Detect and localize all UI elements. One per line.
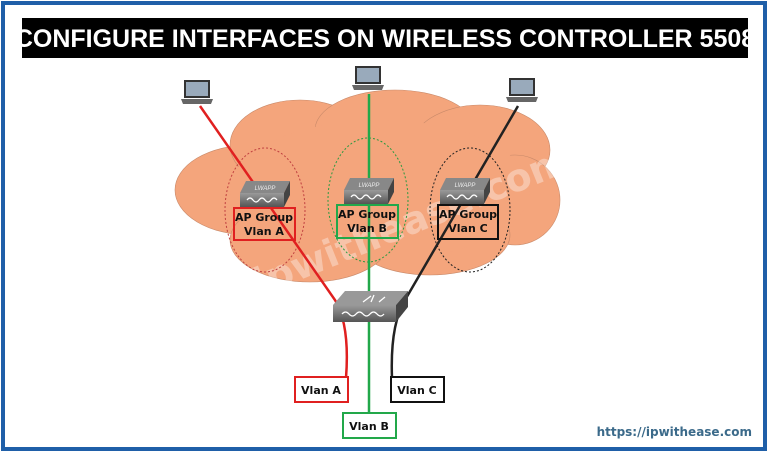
- title-bar: [22, 18, 748, 58]
- vlan-b-label: Vlan B: [342, 412, 397, 439]
- page-title: CONFIGURE INTERFACES ON WIRELESS CONTROL…: [15, 25, 755, 53]
- access-point-icon: LWAPP: [240, 181, 290, 207]
- svg-text:LWAPP: LWAPP: [359, 183, 380, 189]
- svg-text:Vlan C: Vlan C: [448, 222, 487, 235]
- svg-text:Vlan C: Vlan C: [397, 384, 436, 397]
- svg-text:LWAPP: LWAPP: [255, 186, 276, 192]
- access-point-icon: LWAPP: [344, 178, 394, 204]
- ap-group-b-label: AP Group Vlan B: [336, 204, 399, 239]
- ap-zone-c: [429, 147, 511, 273]
- svg-text:Vlan A: Vlan A: [244, 225, 284, 238]
- svg-text:AP Group: AP Group: [235, 211, 293, 224]
- ap-zone-a: [224, 147, 306, 273]
- vlan-c-label: Vlan C: [390, 376, 445, 403]
- laptop-icon: [352, 66, 384, 90]
- svg-text:Vlan B: Vlan B: [349, 420, 389, 433]
- vlan-a-label: Vlan A: [294, 376, 349, 403]
- svg-text:AP Group: AP Group: [338, 208, 396, 221]
- ap-group-a-label: AP Group Vlan A: [233, 207, 296, 241]
- wireless-controller-icon: [333, 291, 408, 322]
- svg-text:Vlan B: Vlan B: [347, 222, 387, 235]
- svg-text:AP Group: AP Group: [439, 208, 497, 221]
- ap-group-c-label: AP Group Vlan C: [437, 204, 499, 240]
- svg-text:Vlan A: Vlan A: [301, 384, 341, 397]
- svg-text:LWAPP: LWAPP: [455, 183, 476, 189]
- footer-url: https://ipwithease.com: [597, 425, 752, 439]
- laptop-icon: [506, 78, 538, 102]
- access-point-icon: LWAPP: [440, 178, 490, 204]
- link-vlan-a: [198, 105, 349, 379]
- laptop-icon: [181, 80, 213, 104]
